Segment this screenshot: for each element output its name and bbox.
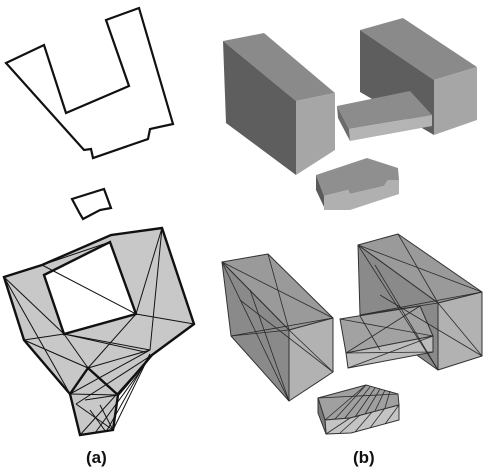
solid-middle-block-side (337, 106, 350, 141)
solid-left-block-side (223, 41, 296, 175)
footprint-outline-small (70, 187, 113, 221)
solid-building-model (223, 18, 477, 210)
footprint-outline (4, 6, 175, 221)
caption-b: (b) (353, 448, 375, 467)
wireframe-building-model (221, 233, 483, 435)
triangulated-footprint-boundary (2, 226, 196, 437)
solid-left-block-front (296, 93, 335, 175)
triangulation-edges (3, 227, 195, 436)
triangulated-footprint (2, 226, 196, 437)
solid-middle-block-front (349, 115, 432, 141)
wire-right-block-front (437, 291, 483, 371)
triangulated-footprint-court (44, 242, 136, 334)
solid-small-block-side (316, 175, 324, 207)
solid-small-block-front (324, 180, 399, 210)
footprint-outline-main (4, 6, 175, 160)
solid-small-block-top (316, 158, 399, 196)
solid-right-block-front (434, 67, 477, 135)
wire-mesh-edges (221, 233, 483, 435)
wire-left-block-front (288, 317, 334, 402)
caption-a: (a) (86, 448, 107, 467)
solid-left-block-top (223, 33, 335, 101)
solid-right-block-top (360, 18, 477, 80)
solid-middle-block-top (337, 91, 432, 129)
